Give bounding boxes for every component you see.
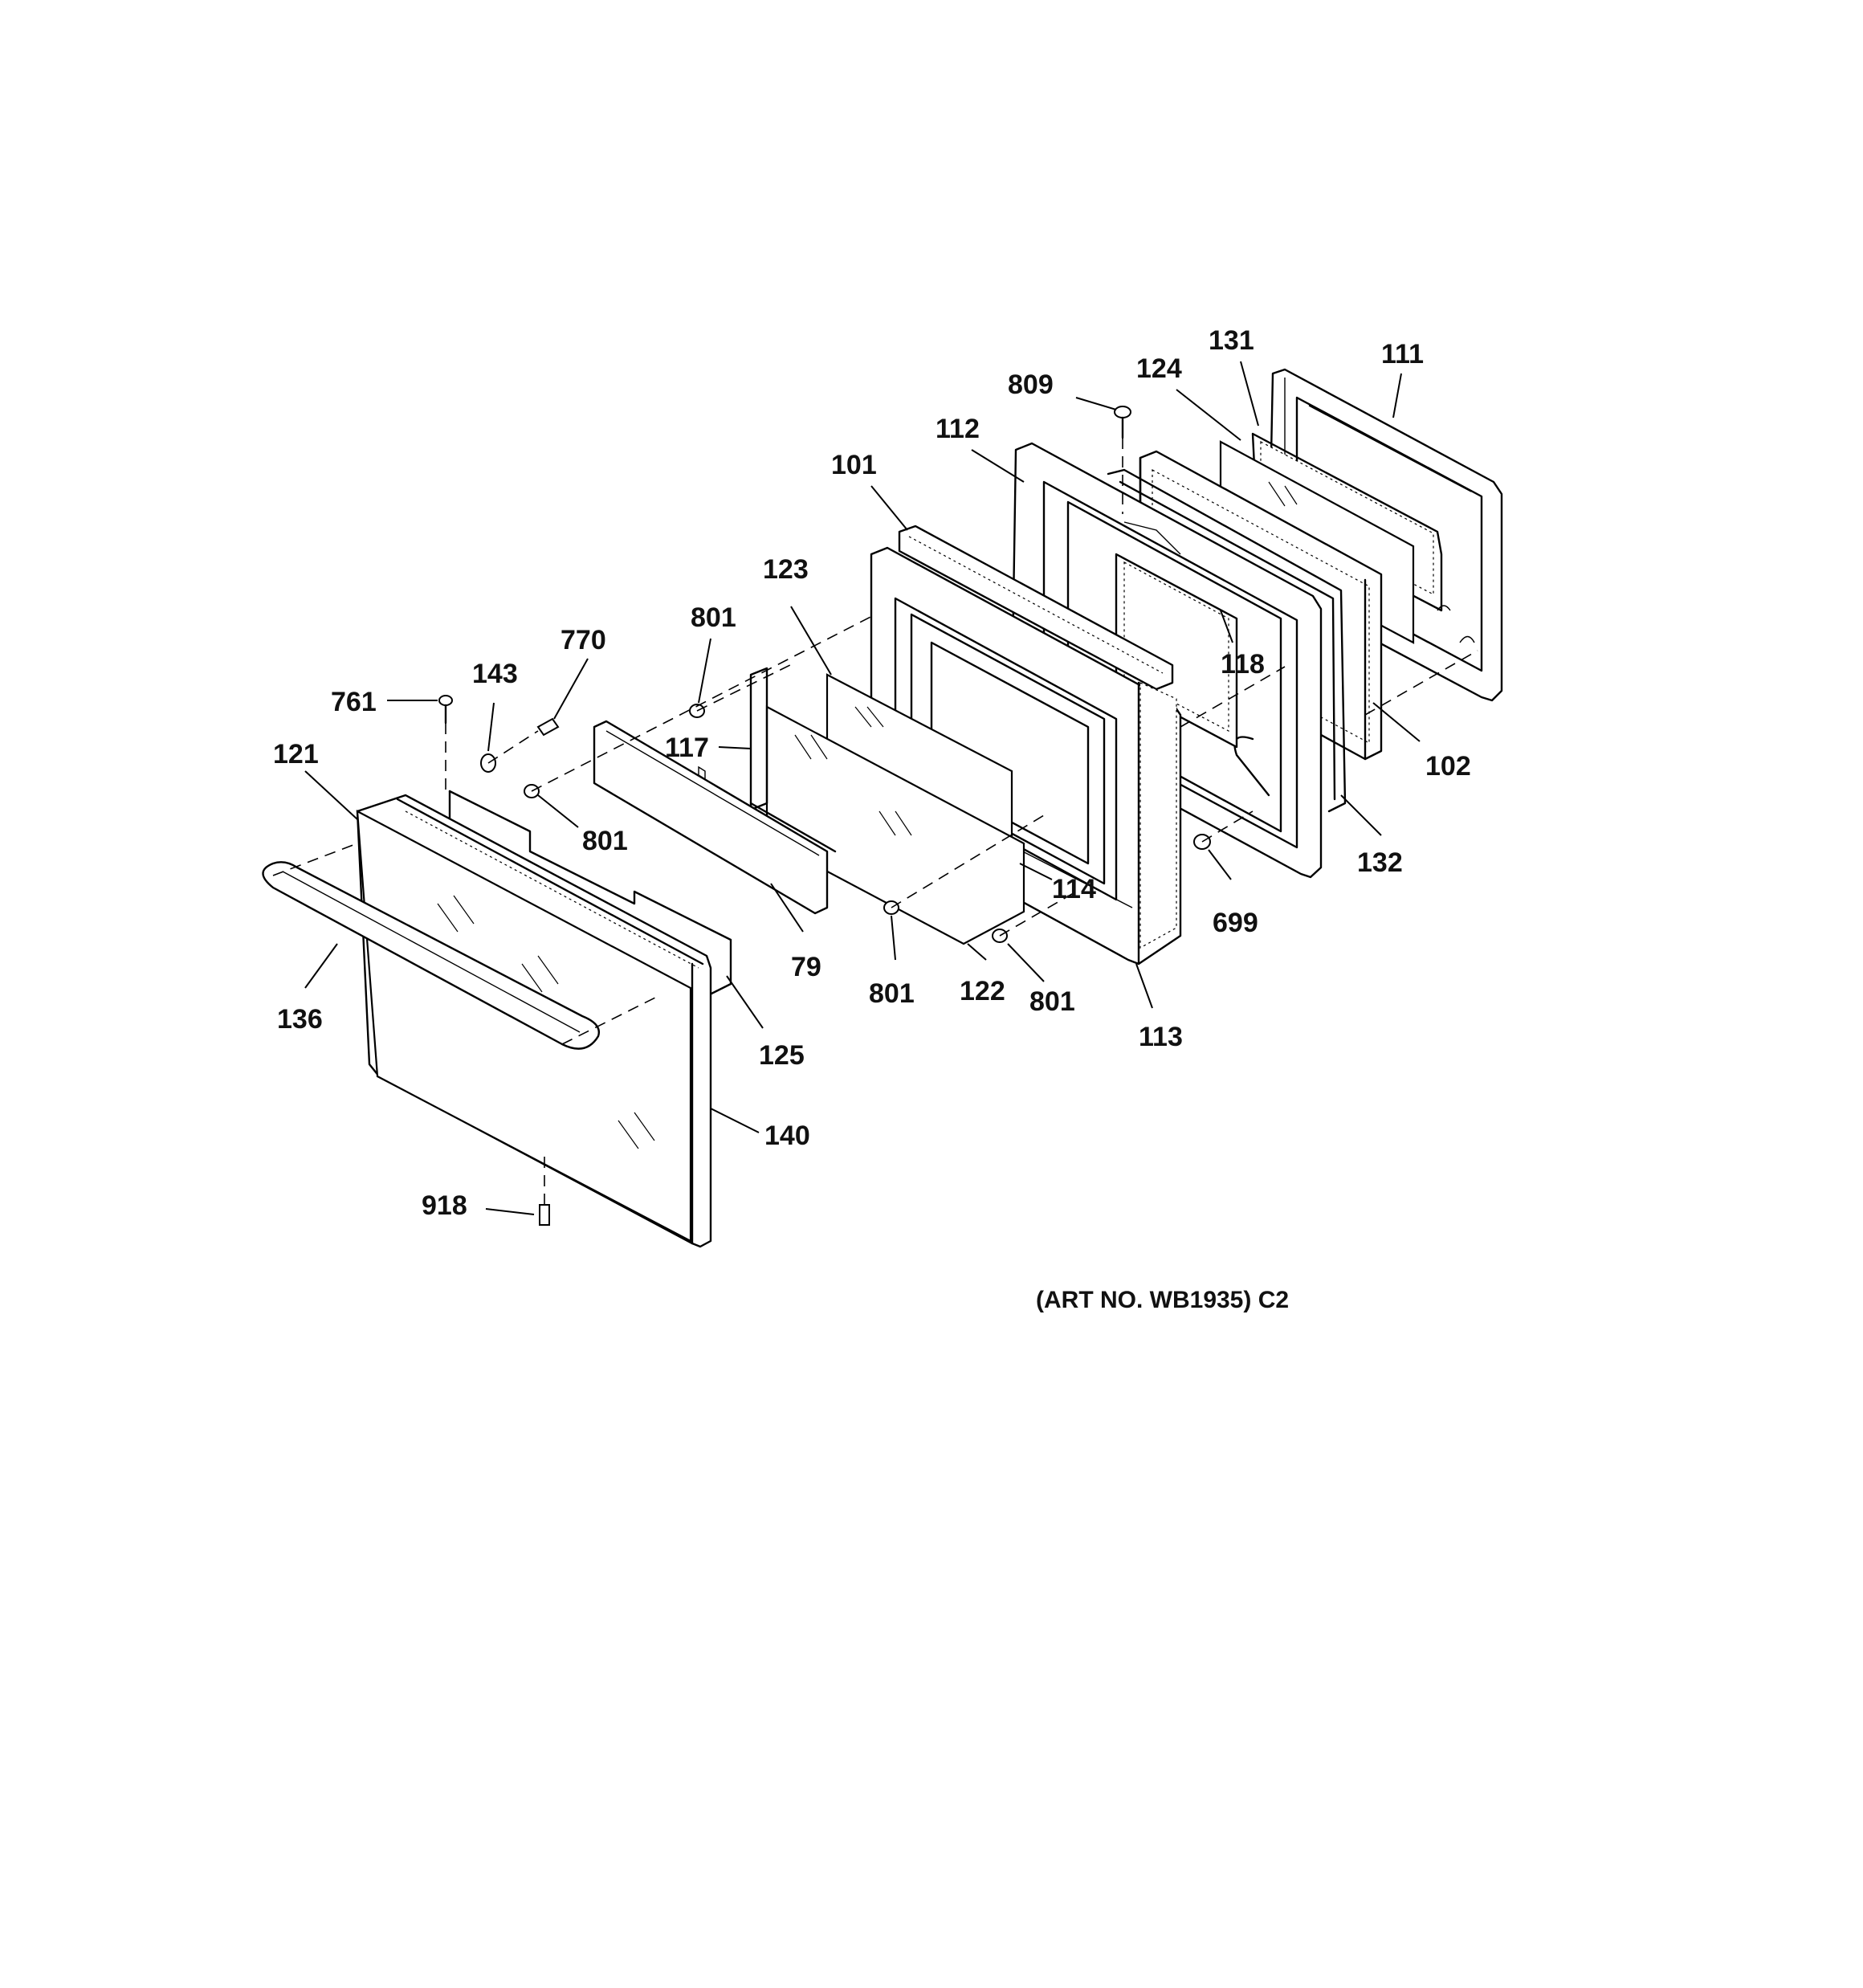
callout-132: 132	[1357, 847, 1403, 878]
fasteners	[438, 406, 1211, 1226]
callout-122: 122	[960, 976, 1005, 1006]
callout-918: 918	[422, 1190, 467, 1221]
callout-801-c: 801	[869, 978, 915, 1009]
callout-112: 112	[936, 414, 980, 444]
callout-124: 124	[1136, 353, 1182, 384]
part-132-seal	[1107, 468, 1347, 813]
screw-770-icon	[536, 717, 560, 737]
callout-136: 136	[277, 1004, 323, 1035]
callout-809: 809	[1008, 369, 1054, 400]
screw-809-icon	[1114, 406, 1131, 439]
callout-111: 111	[1381, 339, 1424, 369]
callout-113: 113	[1139, 1022, 1183, 1052]
callout-114: 114	[1052, 874, 1096, 904]
callout-123: 123	[763, 554, 809, 585]
callout-79: 79	[791, 952, 821, 982]
callout-131: 131	[1209, 325, 1254, 356]
part-121-front-glass	[356, 810, 692, 1243]
callout-118: 118	[1221, 649, 1265, 680]
callout-699: 699	[1213, 908, 1258, 938]
callout-140: 140	[764, 1121, 810, 1151]
callout-102: 102	[1425, 751, 1471, 782]
callout-labels: 111 131 124 809 112 101 123 801 770 143 …	[273, 325, 1471, 1221]
part-136-handle	[262, 861, 600, 1050]
callout-770: 770	[561, 625, 606, 655]
callout-117: 117	[665, 733, 709, 763]
callout-101: 101	[831, 450, 877, 480]
art-number-caption: (ART NO. WB1935) C2	[1036, 1287, 1289, 1313]
callout-761: 761	[331, 687, 377, 717]
callout-801-a: 801	[691, 602, 736, 633]
callout-801-b: 801	[582, 826, 628, 856]
callout-125: 125	[759, 1040, 805, 1071]
callout-143: 143	[472, 659, 518, 689]
callout-121: 121	[273, 739, 319, 769]
assembly-lines	[272, 438, 1478, 1205]
screw-918-icon	[539, 1204, 550, 1226]
part-79-spacer-panel	[593, 720, 829, 915]
screw-761-icon	[438, 695, 453, 725]
callout-801-d: 801	[1029, 986, 1075, 1017]
part-101-insulation	[898, 525, 1174, 691]
leader-lines	[304, 361, 1421, 1215]
part-117-spacer	[749, 667, 837, 853]
